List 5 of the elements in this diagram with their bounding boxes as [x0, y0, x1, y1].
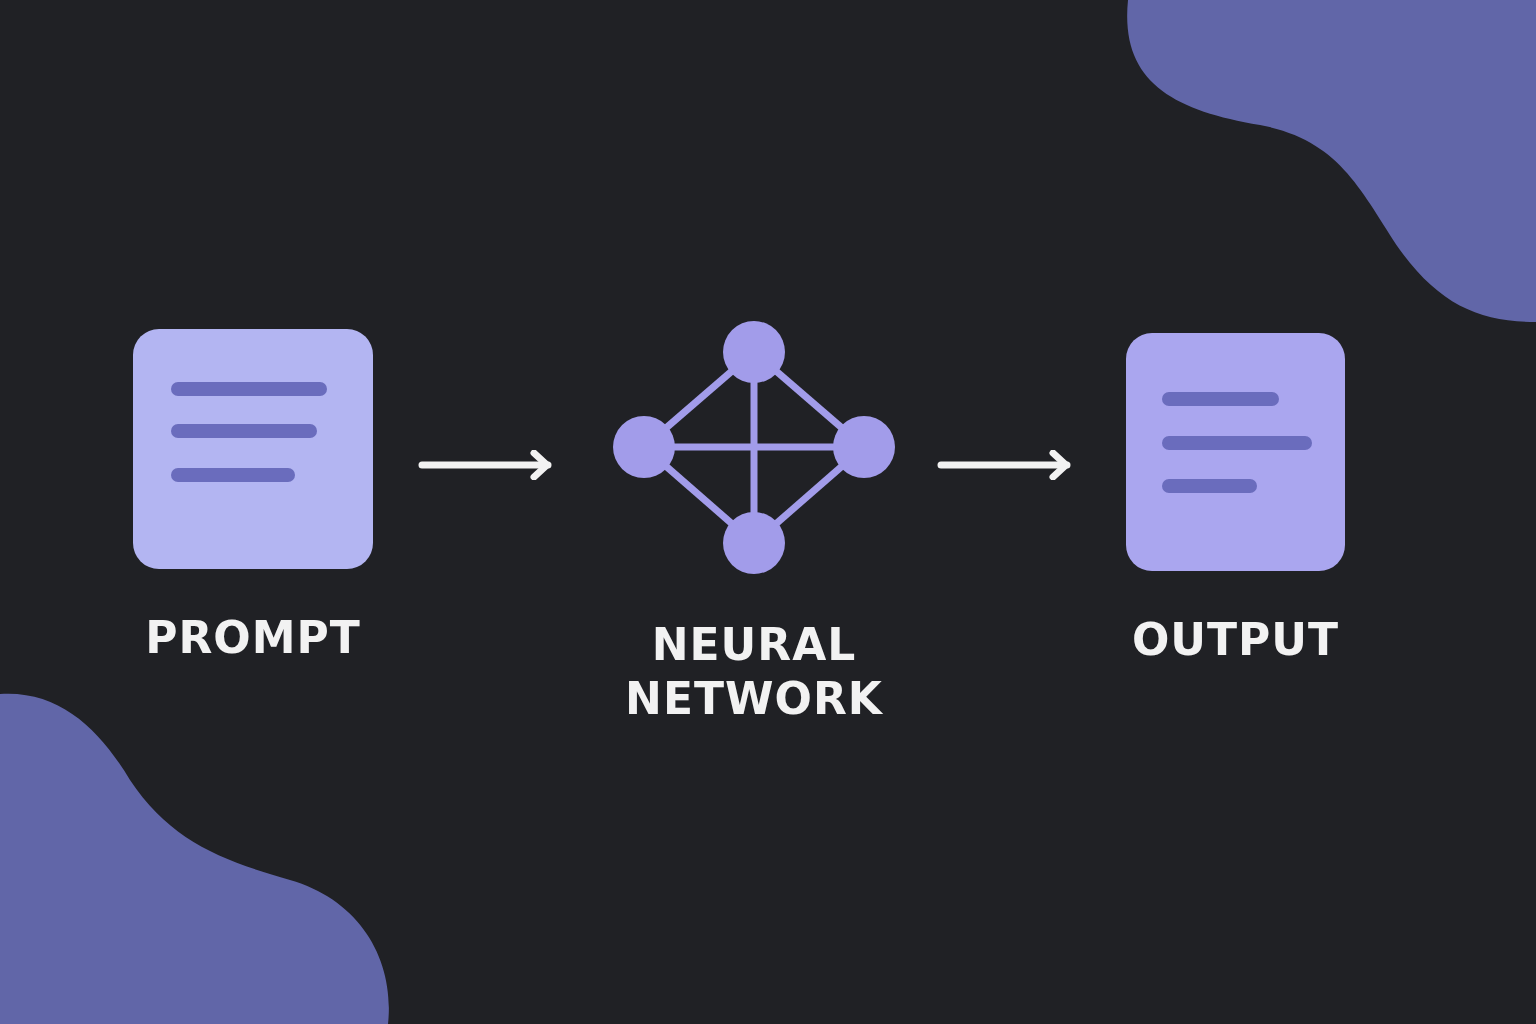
arrow — [418, 449, 552, 481]
arrow — [937, 449, 1071, 481]
node-label: OUTPUT — [1130, 613, 1341, 667]
node-label: NEURAL NETWORK — [624, 618, 884, 726]
node-label: PROMPT — [144, 611, 362, 665]
